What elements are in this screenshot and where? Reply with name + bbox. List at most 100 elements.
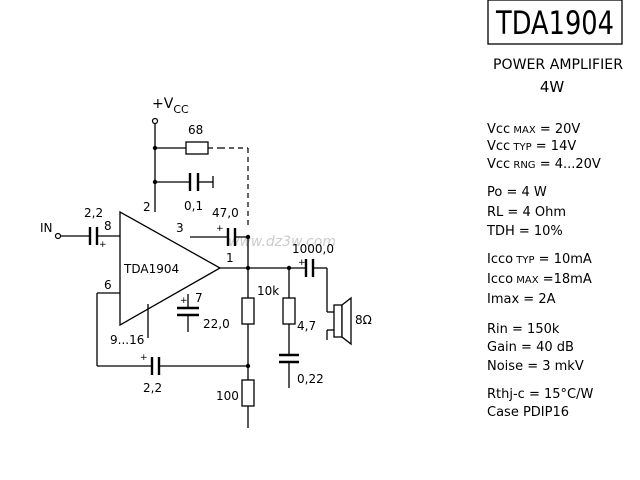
resistor-100: 100 (216, 379, 255, 428)
amplifier-tda1904: TDA1904 2 3 8 6 1 7 9...16 (104, 200, 234, 347)
subtitle: POWER AMPLIFIER (493, 57, 623, 73)
spec-noise: Noise = 3 mkV (487, 359, 584, 374)
resistor-4-7-value: 4,7 (297, 319, 316, 333)
capacitor-1000-value: 1000,0 (292, 242, 334, 256)
amplifier-triangle (119, 210, 222, 327)
spec-value: = 150k (508, 322, 560, 337)
spec-symbol: Noise (487, 359, 523, 374)
resistor-body (282, 297, 296, 325)
spec-value: = 20V (536, 122, 581, 137)
spec-vcc-rng: Vcc RNG = 4...20V (487, 157, 601, 172)
spec-gain: Gain = 40 dB (487, 340, 574, 355)
spec-symbol: Icco (487, 252, 513, 267)
capacitor-0-1-value: 0,1 (184, 199, 203, 213)
spec-value: = 4...20V (536, 157, 601, 172)
vcc-subscript: CC (173, 103, 189, 116)
spec-symbol: Case (487, 405, 519, 420)
spec-value: = 10mA (535, 252, 592, 267)
plus-sign: + (99, 240, 107, 250)
capacitor-47-value: 47,0 (212, 206, 239, 220)
capacitor-feedback-value: 2,2 (143, 381, 162, 395)
resistor-body (241, 379, 255, 407)
spec-value: = 10% (515, 224, 563, 239)
title-box (487, 0, 623, 45)
capacitor-1000: 1000,0 + (292, 242, 334, 277)
resistor-68: 68 (155, 123, 249, 226)
capacitor-feedback: + 2,2 (96, 292, 248, 395)
spec-qualifier: MAX (510, 125, 536, 136)
spec-rin: Rin = 150k (487, 322, 560, 337)
spec-symbol: Rthj-c (487, 387, 525, 402)
spec-symbol: TDH (486, 224, 515, 239)
spec-icco-typ: Icco TYP = 10mA (487, 252, 592, 267)
spec-value: = 4 W (502, 185, 547, 200)
resistor-10k-value: 10k (257, 284, 279, 298)
input-stage: IN 2,2 + (40, 206, 120, 250)
spec-vcc-max: Vcc MAX = 20V (487, 122, 580, 137)
spec-symbol: Rin (487, 322, 508, 337)
capacitor-0-1: 0,1 (155, 173, 214, 213)
pin-6-label: 6 (104, 278, 112, 292)
spec-symbol: Vcc (487, 122, 510, 137)
spec-rthj: Rthj-c = 15°C/W (487, 387, 593, 402)
spec-qualifier: TYP (513, 255, 534, 266)
capacitor-47: 47,0 + (190, 206, 251, 246)
pin-gnd-label: 9...16 (110, 333, 144, 347)
spec-value: = 40 dB (517, 340, 574, 355)
spec-po: Po = 4 W (487, 185, 547, 200)
spec-symbol: Icco (487, 272, 513, 287)
spec-value: = 15°C/W (525, 387, 594, 402)
input-terminal (54, 232, 62, 240)
capacitor-22-value: 22,0 (203, 317, 230, 331)
capacitor-22: + 22,0 (177, 294, 230, 332)
spec-symbol: Gain (487, 340, 517, 355)
spec-symbol: Imax (487, 292, 519, 307)
spec-value: = 14V (532, 139, 577, 154)
pin-1-label: 1 (226, 251, 234, 265)
spec-value: PDIP16 (519, 405, 569, 420)
vcc-label: +VCC (152, 96, 189, 116)
zobel-network: 4,7 0,22 (279, 268, 324, 388)
pin-8-label: 8 (104, 219, 112, 233)
spec-value: = 4 Ohm (503, 205, 566, 220)
ic-label: TDA1904 (123, 262, 179, 276)
supply-rail: +VCC (151, 96, 189, 212)
spec-symbol: Po (487, 185, 502, 200)
speaker: 8Ω (326, 268, 372, 346)
spec-symbol: Vcc (487, 139, 510, 154)
spec-case: Case PDIP16 (487, 405, 569, 420)
title-block: TDA1904 POWER AMPLIFIER 4W (487, 0, 623, 96)
pin-3-label: 3 (176, 221, 184, 235)
vcc-terminal (151, 117, 159, 125)
vcc-text: +V (152, 96, 174, 112)
speaker-value: 8Ω (355, 313, 372, 327)
spec-value: = 3 mkV (523, 359, 584, 374)
spec-icco-max: Icco MAX =18mA (487, 272, 592, 287)
capacitor-0-22-value: 0,22 (297, 372, 324, 386)
plus-sign: + (216, 224, 224, 234)
speaker-cone (341, 296, 352, 346)
resistor-10k: 10k (241, 268, 279, 380)
spec-value: =18mA (539, 272, 592, 287)
spec-tdh: TDH = 10% (486, 224, 563, 239)
plus-sign: + (298, 258, 306, 268)
spec-vcc-typ: Vcc TYP = 14V (487, 139, 576, 154)
pin-2-label: 2 (143, 200, 151, 214)
resistor-body (241, 297, 255, 325)
resistor-100-value: 100 (216, 389, 239, 403)
capacitor-input-value: 2,2 (84, 206, 103, 220)
plus-sign: + (180, 296, 188, 306)
resistor-68-value: 68 (188, 123, 203, 137)
input-label: IN (40, 221, 53, 235)
power-rating: 4W (540, 78, 565, 96)
spec-symbol: Vcc (487, 157, 510, 172)
title: TDA1904 (495, 4, 614, 42)
plus-sign: + (140, 353, 148, 363)
watermark: www.dz3w.com (228, 234, 336, 250)
spec-qualifier: TYP (510, 142, 531, 153)
spec-rl: RL = 4 Ohm (487, 205, 566, 220)
spec-imax: Imax = 2A (487, 292, 556, 307)
speaker-icon (333, 304, 343, 338)
